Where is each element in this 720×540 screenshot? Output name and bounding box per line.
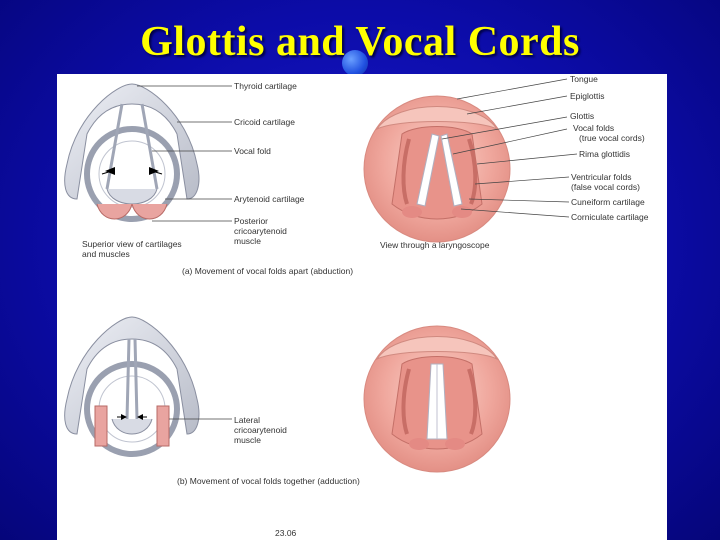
superior-view-top [64, 83, 200, 222]
caption-adduction: (b) Movement of vocal folds together (ad… [177, 476, 360, 486]
figure-number: 23.06 [275, 528, 297, 538]
label-ventricular-folds: Ventricular folds [571, 172, 631, 182]
label-true-vocal-cords: (true vocal cords) [579, 133, 645, 143]
label-lateral-cricoarytenoid: cricoarytenoid [234, 425, 287, 435]
label-lateral-muscle: muscle [234, 435, 261, 445]
right-leader-lines [441, 78, 578, 218]
label-vocal-fold: Vocal fold [234, 146, 271, 156]
laryngoscope-view-top [363, 95, 511, 243]
label-posterior: Posterior [234, 216, 268, 226]
label-arytenoid-cartilage: Arytenoid cartilage [234, 194, 305, 204]
label-cricoid-cartilage: Cricoid cartilage [234, 117, 295, 127]
caption-superior-line1: Superior view of cartilages [82, 239, 182, 249]
label-cuneiform-cartilage: Cuneiform cartilage [571, 197, 645, 207]
figure-panel: Thyroid cartilage Cricoid cartilage Voca… [57, 74, 667, 540]
larynx-figure: Thyroid cartilage Cricoid cartilage Voca… [64, 74, 649, 538]
left-leader-lines [137, 85, 232, 222]
label-corniculate-cartilage: Corniculate cartilage [571, 212, 649, 222]
blue-bullet-icon [342, 50, 368, 76]
label-cricoarytenoid: cricoarytenoid [234, 226, 287, 236]
label-muscle: muscle [234, 236, 261, 246]
caption-laryngoscope: View through a laryngoscope [380, 240, 490, 250]
label-false-vocal-cords: (false vocal cords) [571, 182, 640, 192]
label-thyroid-cartilage: Thyroid cartilage [234, 81, 297, 91]
label-lateral: Lateral [234, 415, 260, 425]
label-epiglottis: Epiglottis [570, 91, 605, 101]
label-tongue: Tongue [570, 74, 598, 84]
label-glottis: Glottis [570, 111, 594, 121]
superior-view-bottom [64, 316, 200, 457]
laryngoscope-view-bottom [363, 325, 511, 473]
caption-abduction: (a) Movement of vocal folds apart (abduc… [182, 266, 353, 276]
caption-superior-line2: and muscles [82, 249, 130, 259]
label-vocal-folds: Vocal folds [573, 123, 614, 133]
label-rima-glottidis: Rima glottidis [579, 149, 630, 159]
